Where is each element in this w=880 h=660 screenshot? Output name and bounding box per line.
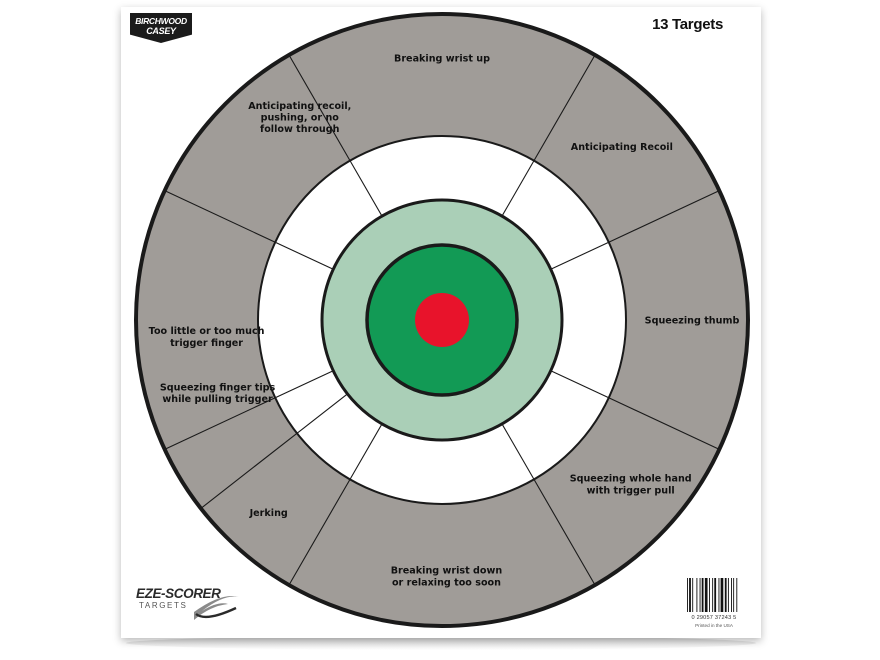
- barcode-bar: [724, 578, 727, 612]
- barcode-bar: [701, 578, 704, 612]
- segment-label-line: with trigger pull: [587, 485, 675, 496]
- segment-label-line: Anticipating Recoil: [571, 142, 673, 153]
- barcode-bar: [720, 578, 724, 612]
- bullseye: [415, 293, 469, 347]
- brand-line-1: BIRCHWOOD: [135, 16, 187, 26]
- barcode-bar: [736, 578, 738, 612]
- barcode-bar: [712, 578, 714, 612]
- ring-divider: [550, 370, 609, 399]
- segment-label-line: Squeezing whole hand: [570, 474, 692, 485]
- segment-divider: [533, 54, 596, 161]
- segment-divider: [288, 479, 351, 586]
- segment-label-line: Jerking: [249, 508, 288, 519]
- segment-divider: [608, 397, 720, 450]
- segment-divider: [200, 432, 298, 509]
- segment-label-line: Breaking wrist up: [394, 54, 490, 65]
- brand-line-2: CASEY: [146, 26, 176, 36]
- segment-label-line: Breaking wrist down: [391, 566, 503, 577]
- barcode-bar: [699, 578, 701, 612]
- ring-divider: [550, 241, 609, 270]
- segment-divider: [164, 397, 276, 450]
- segment-divider: [288, 54, 351, 161]
- segment-label: Squeezing thumb: [645, 316, 740, 327]
- barcode-bar: [727, 578, 729, 612]
- barcode-bar: [704, 578, 708, 612]
- ring-divider: [501, 160, 535, 217]
- eze-swoosh-icon: [194, 596, 239, 620]
- segment-label-line: trigger finger: [170, 338, 243, 349]
- barcode-number: 0 29057 37243 5: [691, 615, 737, 621]
- segment-label-line: or relaxing too soon: [392, 577, 501, 588]
- segment-label-line: pushing, or no: [261, 112, 340, 123]
- eze-scorer-logo: EZE-SCORER TARGETS: [136, 586, 246, 632]
- barcode-bar: [696, 578, 698, 612]
- ring-divider: [296, 393, 348, 434]
- printed-in-usa: Printed in the USA: [695, 623, 733, 628]
- targets-count: 13 Targets: [652, 16, 723, 33]
- segment-labels: Breaking wrist up Anticipating RecoilSque…: [149, 54, 740, 589]
- barcode-bar: [718, 578, 720, 612]
- segment-label-line: Squeezing finger tips: [160, 383, 276, 394]
- ring-divider: [275, 370, 334, 399]
- segment-label-line: Too little or too much: [149, 326, 265, 337]
- eze-scorer-subtitle: TARGETS: [139, 601, 188, 610]
- segment-divider: [608, 190, 720, 243]
- segment-label-line: follow through: [260, 124, 340, 135]
- sheet-shadow: [126, 636, 756, 650]
- barcode-bar: [692, 578, 694, 612]
- barcode-bar: [714, 578, 717, 612]
- segment-label: Breaking wrist up: [394, 54, 490, 65]
- segment-label-line: Squeezing thumb: [645, 316, 740, 327]
- segment-label-line: Anticipating recoil,: [248, 101, 351, 112]
- eze-scorer-wordmark: EZE-SCORER: [136, 586, 221, 601]
- ring-divider: [275, 241, 334, 270]
- segment-label: Anticipating Recoil: [571, 142, 673, 153]
- barcode-icon: [687, 578, 738, 612]
- white-ring-dividers: [275, 160, 609, 480]
- segment-divider: [533, 479, 596, 586]
- ring-divider: [349, 423, 383, 480]
- segment-label-line: while pulling trigger: [162, 394, 273, 405]
- segment-label: Jerking: [249, 508, 288, 519]
- barcode-bar: [709, 578, 710, 612]
- barcode-bar: [687, 578, 688, 612]
- barcode: 0 29057 37243 5 Printed in the USA: [684, 576, 744, 630]
- barcode-bar: [733, 578, 735, 612]
- ring-divider: [501, 423, 535, 480]
- barcode-bar: [731, 578, 732, 612]
- barcode-bar: [689, 578, 691, 612]
- segment-divider: [164, 190, 276, 243]
- ring-divider: [349, 160, 383, 217]
